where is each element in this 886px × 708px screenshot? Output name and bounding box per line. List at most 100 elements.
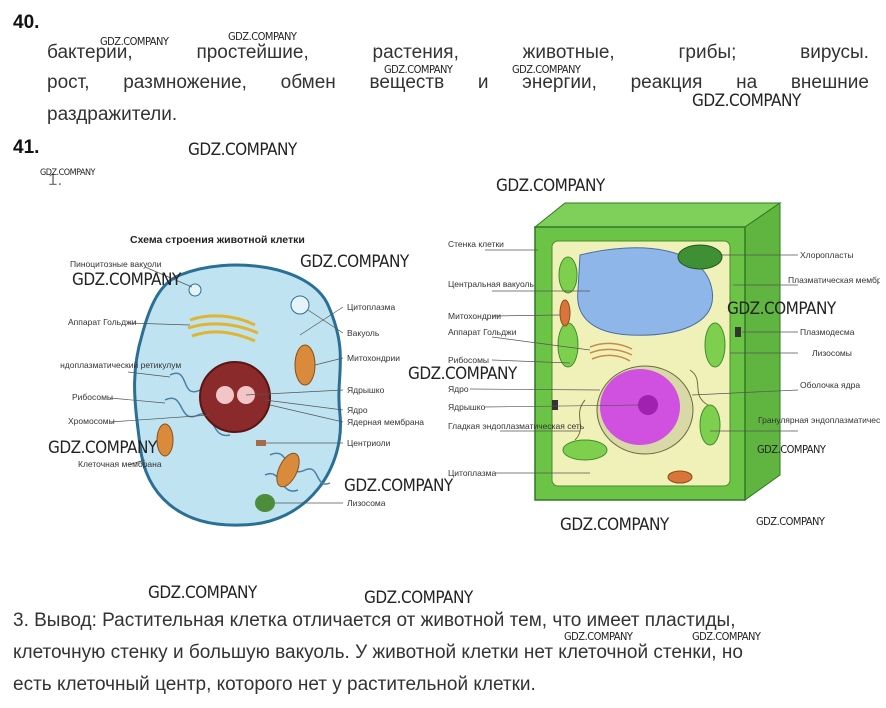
nucleolus [216,386,234,404]
nuclear-membrane [199,361,271,433]
watermark: GDZ.COMPANY [344,476,453,496]
watermark: GDZ.COMPANY [756,515,825,528]
word: обмен [280,72,336,93]
plant-cell-diagram: Стенка клетки Центральная вакуоль Митохо… [448,202,880,501]
plant-label-left: Центральная вакуоль [448,279,534,289]
plant-label-left: Ядрышко [448,402,486,412]
watermark: GDZ.COMPANY [564,630,633,643]
golgi-apparatus [589,342,633,362]
word: вирусы. [800,42,869,63]
plant-label-left: Ядро [448,384,469,394]
animal-label-right: Центриоли [347,438,391,448]
pinocytic-vacuole [188,283,202,297]
animal-leaders-left [109,266,211,466]
conclusion-line3: есть клеточный центр, которого нет у рас… [13,674,536,695]
mitochondrion [294,344,316,386]
watermark: GDZ.COMPANY [364,588,473,608]
watermark: GDZ.COMPANY [560,515,669,535]
conclusion-line2: клеточную стенку и большую вакуоль. У жи… [13,642,743,663]
word: простейшие, [196,42,309,63]
chloroplast [704,322,726,368]
watermark: GDZ.COMPANY [496,176,605,196]
watermark: GDZ.COMPANY [408,364,517,384]
animal-label-right: Вакуоль [347,328,380,338]
word: энергии, [522,72,597,93]
watermark: GDZ.COMPANY [40,168,96,178]
watermark: GDZ.COMPANY [100,35,169,48]
word: и [477,72,489,93]
plant-label-right: Хлоропласты [800,250,853,260]
item-number: 1. [48,170,63,189]
plant-label-right: Плазмодесма [800,327,855,337]
word: животные, [522,42,615,63]
answer-40-line2: рост, размножение, обмен веществ и энерг… [47,72,869,94]
animal-cell-title: Схема строения животной клетки [130,234,305,246]
plant-label-right: Плазматическая мембрана [788,275,880,285]
centriole [256,440,266,446]
watermark: GDZ.COMPANY [228,30,297,43]
animal-label-left: Аппарат Гольджи [68,317,137,327]
plant-leaders-left [469,249,641,474]
animal-label-right: Ядрышко [347,385,385,395]
animal-leaders-right [245,306,344,504]
conclusion-line1: 3. Вывод: Растительная клетка отличается… [13,610,736,631]
word: рост, [47,72,90,93]
endoplasmic-reticulum [574,369,709,441]
word: бактерии, [47,42,133,63]
watermark: GDZ.COMPANY [692,91,801,111]
question-number-41: 41. [13,137,40,158]
word: реакция [630,72,703,93]
chloroplast [677,244,723,270]
animal-label-left: Рибосомы [72,392,113,402]
watermark: GDZ.COMPANY [692,630,761,643]
plant-label-right: Гранулярная эндоплазматическая сеть [758,415,880,425]
animal-label-right: Цитоплазма [347,302,395,312]
watermark: GDZ.COMPANY [384,63,453,76]
chloroplast [562,439,608,461]
animal-cell-diagram: Схема строения животной клетки [60,234,424,527]
mitochondrion [559,299,571,327]
central-vacuole [577,247,714,336]
word: грибы; [678,42,737,63]
mitochondrion [276,452,300,488]
plasmodesma [552,400,558,410]
watermark: GDZ.COMPANY [188,140,297,160]
chloroplast [557,322,579,368]
answer-40-line1: бактерии, простейшие, растения, животные… [47,42,869,64]
plant-label-right: Оболочка ядра [800,380,860,390]
vacuole [290,295,310,315]
animal-label-left: Клеточная мембрана [78,459,162,469]
answer-40-line3: раздражители. [47,104,178,125]
animal-label-right: Лизосома [347,498,386,508]
mitochondrion [156,423,174,457]
animal-label-left: Пиноцитозные вакуоли [70,259,162,269]
word: размножение, [123,72,247,93]
word: внешние [790,72,869,93]
animal-label-left: Эндоплазматический ретикулум [60,360,181,370]
watermark: GDZ.COMPANY [48,438,157,458]
word: веществ [369,72,445,93]
chloroplast [699,404,721,446]
cell-wall-top [533,202,782,228]
plant-label-left: Цитоплазма [448,468,496,478]
plant-label-left: Стенка клетки [448,239,504,249]
animal-label-right: Ядро [347,405,368,415]
plant-label-left: Гладкая эндоплазматическая сеть [448,421,585,431]
plant-label-left: Аппарат Гольджи [448,327,517,337]
plant-label-left: Рибосомы [448,355,489,365]
animal-label-left: Хромосомы [68,416,115,426]
watermark: GDZ.COMPANY [300,252,409,272]
nucleolus [638,395,658,415]
animal-label-right: Митохондрии [347,353,400,363]
plant-label-left: Митохондрии [448,311,501,321]
plant-label-right: Лизосомы [812,348,852,358]
watermark: GDZ.COMPANY [512,63,581,76]
mitochondrion [667,470,693,484]
animal-label-right: Ядерная мембрана [347,417,424,427]
plasmodesma [735,327,741,337]
chloroplast [558,256,578,294]
word: на [736,72,758,93]
watermark: GDZ.COMPANY [727,299,836,319]
golgi-apparatus [187,314,259,343]
word: растения, [372,42,459,63]
